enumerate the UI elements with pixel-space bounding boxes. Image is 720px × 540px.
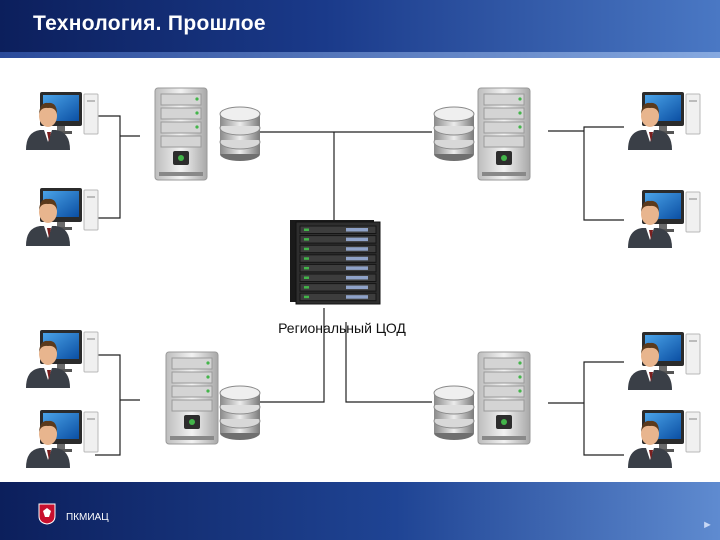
server-icon (477, 87, 531, 181)
rack-panel (346, 228, 368, 232)
workstation-icon (627, 409, 701, 469)
rack-panel (346, 237, 368, 242)
workstation-icon (25, 409, 99, 469)
database-icon (219, 106, 261, 162)
server-icon (477, 351, 531, 445)
rack-panel (346, 285, 368, 290)
datacenter-label: Региональный ЦОД (278, 320, 406, 336)
workstation-icon (627, 91, 701, 151)
slide-header (0, 0, 720, 58)
rack-led (304, 276, 309, 279)
rack-slot (299, 225, 377, 234)
server-icon (165, 351, 219, 445)
footer-org-name: ПКМИАЦ (66, 512, 109, 523)
database-icon (433, 106, 475, 162)
workstation-icon (25, 329, 99, 389)
rack-led (304, 295, 309, 299)
rack-panel (346, 266, 368, 270)
rack-led (304, 286, 309, 289)
rack-slot (299, 283, 377, 292)
slide-footer (0, 482, 720, 540)
rack-led (304, 238, 309, 241)
region-emblem-icon (38, 503, 56, 525)
rack-led (304, 266, 309, 270)
workstation-icon (25, 187, 99, 247)
rack-panel (346, 247, 368, 251)
server-icon (154, 87, 208, 181)
datacenter-rack-icon (290, 220, 381, 305)
rack-slot (299, 273, 377, 282)
rack-panel (346, 295, 368, 299)
database-icon (219, 385, 261, 441)
workstation-icon (627, 189, 701, 249)
database-icon (433, 385, 475, 441)
rack-panel (346, 256, 368, 261)
rack-panel (346, 276, 368, 280)
rack-led (304, 228, 309, 231)
slide-title: Технология. Прошлое (33, 12, 266, 35)
rack-slot (299, 263, 377, 273)
rack-slot (299, 292, 377, 302)
connection-lines (95, 115, 624, 456)
rack-slot (299, 244, 377, 254)
rack-led (304, 257, 309, 260)
rack-slot (299, 235, 377, 244)
next-arrow-icon[interactable]: ► (702, 519, 713, 531)
workstation-icon (627, 331, 701, 391)
rack-led (304, 247, 309, 251)
workstation-icon (25, 91, 99, 151)
rack-slot (299, 254, 377, 263)
